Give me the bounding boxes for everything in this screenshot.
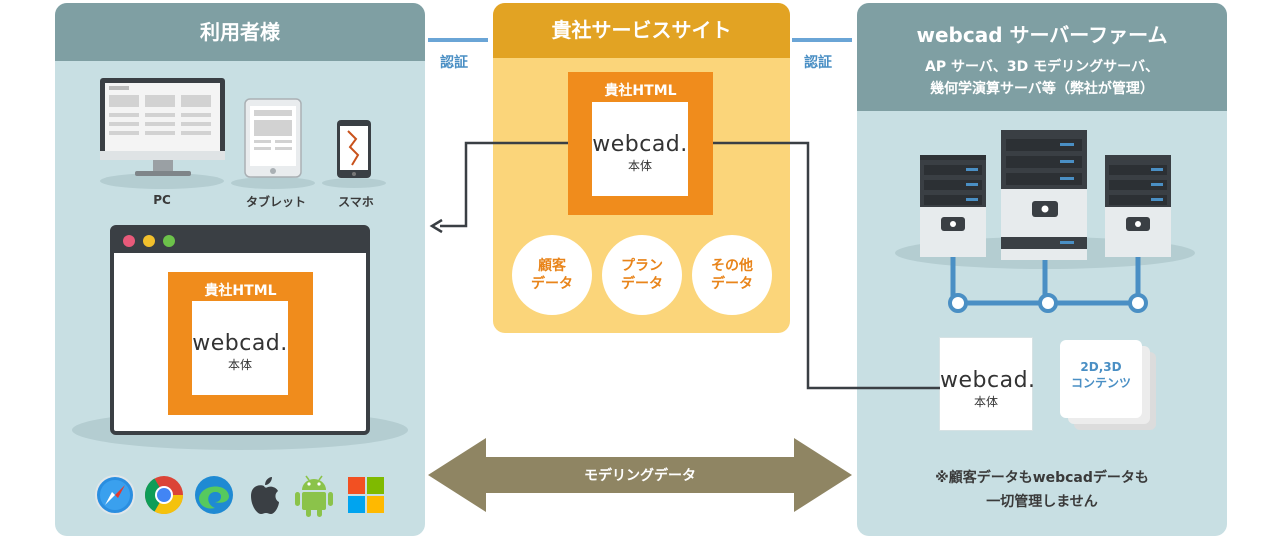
android-icon bbox=[295, 475, 333, 517]
contents-line1: 2D,3D bbox=[1080, 360, 1122, 374]
server-rack-icon bbox=[895, 130, 1195, 313]
server-panel-title: webcad サーバーファーム bbox=[916, 23, 1168, 47]
smartphone-label: スマホ bbox=[338, 195, 374, 209]
browser-maximize-dot[interactable] bbox=[163, 235, 175, 247]
service-html-title: 貴社HTML bbox=[604, 83, 677, 99]
pc-label: PC bbox=[153, 193, 171, 207]
auth-right-bar bbox=[792, 38, 852, 42]
browser-webcad-sub: 本体 bbox=[227, 358, 252, 372]
browser-webcad-logo: webcad. bbox=[192, 331, 288, 356]
server-webcad-card: webcad. 本体 bbox=[940, 338, 1036, 430]
server-panel-subtitle-1: AP サーバ、3D モデリングサーバ、 bbox=[925, 59, 1159, 75]
modeling-data-label: モデリングデータ bbox=[584, 468, 696, 484]
service-to-server-line bbox=[713, 141, 940, 390]
browser-html-box: 貴社HTML webcad. 本体 bbox=[168, 272, 313, 415]
browser-webcad-card: webcad. 本体 bbox=[192, 301, 288, 395]
service-webcad-logo: webcad. bbox=[592, 132, 688, 157]
server-panel-header: webcad サーバーファーム AP サーバ、3D モデリングサーバ、 幾何学演… bbox=[857, 3, 1227, 111]
contents-line2: コンテンツ bbox=[1070, 376, 1131, 390]
server-note-line1: ※顧客データもwebcadデータも bbox=[935, 470, 1149, 486]
tablet-icon bbox=[231, 98, 315, 189]
customer-data-line1: 顧客 bbox=[538, 258, 566, 274]
server-note-line2: 一切管理しません bbox=[986, 494, 1098, 510]
server-panel: webcad サーバーファーム AP サーバ、3D モデリングサーバ、 幾何学演… bbox=[857, 3, 1227, 536]
users-panel-title: 利用者様 bbox=[200, 20, 280, 44]
other-data-line2: データ bbox=[711, 276, 753, 292]
other-data-line1: その他 bbox=[711, 258, 753, 274]
arrowhead-left bbox=[429, 218, 443, 234]
windows-icon bbox=[348, 477, 384, 513]
browser-close-dot[interactable] bbox=[123, 235, 135, 247]
pc-icon bbox=[100, 78, 225, 189]
safari-icon bbox=[95, 475, 135, 515]
service-panel-title: 貴社サービスサイト bbox=[551, 18, 732, 42]
contents-card: 2D,3D コンテンツ bbox=[1060, 340, 1142, 418]
server-webcad-logo: webcad. bbox=[940, 368, 1036, 393]
customer-data-line2: データ bbox=[531, 276, 573, 292]
customer-data-circle: 顧客データ bbox=[512, 235, 592, 315]
server-webcad-sub: 本体 bbox=[973, 395, 998, 409]
service-to-browser-line bbox=[440, 141, 568, 228]
server-panel-subtitle-2: 幾何学演算サーバ等（弊社が管理） bbox=[930, 81, 1154, 97]
auth-left-bar bbox=[428, 38, 488, 42]
chrome-icon bbox=[144, 476, 184, 515]
smartphone-icon bbox=[322, 120, 386, 188]
auth-left-label: 認証 bbox=[440, 55, 468, 71]
service-webcad-sub: 本体 bbox=[627, 159, 652, 173]
modeling-data-arrow bbox=[428, 438, 852, 512]
plan-data-circle: プランデータ bbox=[602, 235, 682, 315]
other-data-circle: その他データ bbox=[692, 235, 772, 315]
service-panel-header: 貴社サービスサイト bbox=[493, 3, 790, 58]
plan-data-line2: データ bbox=[621, 276, 663, 292]
users-panel-header: 利用者様 bbox=[55, 3, 425, 61]
service-html-box: 貴社HTML webcad. 本体 bbox=[568, 72, 713, 215]
service-webcad-card: webcad. 本体 bbox=[592, 102, 688, 196]
server-note: ※顧客データもwebcadデータも 一切管理しません bbox=[870, 466, 1214, 514]
apple-icon bbox=[251, 477, 279, 514]
plan-data-line1: プラン bbox=[621, 258, 663, 274]
browser-titlebar bbox=[114, 229, 366, 253]
edge-icon bbox=[195, 476, 233, 514]
browser-minimize-dot[interactable] bbox=[143, 235, 155, 247]
tablet-label: タブレット bbox=[245, 195, 306, 209]
auth-right-label: 認証 bbox=[804, 55, 832, 71]
browser-html-title: 貴社HTML bbox=[204, 283, 277, 299]
